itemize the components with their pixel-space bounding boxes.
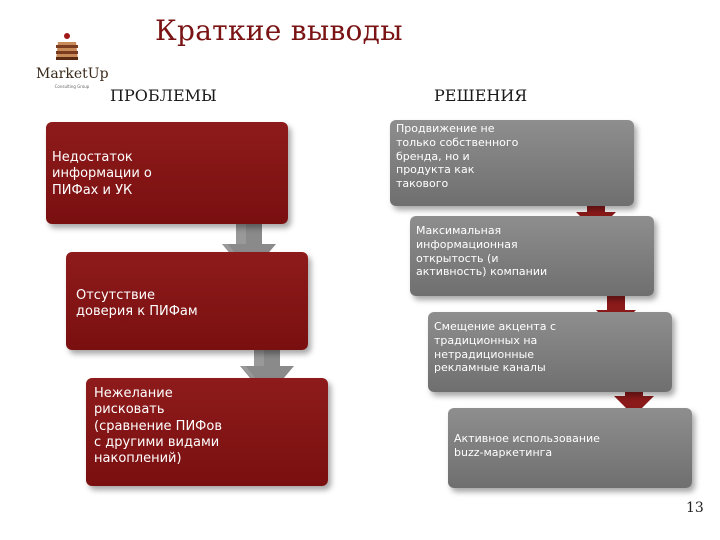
problem-text-3: Нежелание рисковать (сравнение ПИФов с д… [94,386,222,466]
solutions-heading: РЕШЕНИЯ [434,86,528,105]
solution-box-1: Продвижение не только собственного бренд… [390,120,634,206]
solution-box-2: Максимальная информационная открытость (… [410,216,654,296]
logo-name: MarketUp [36,66,109,82]
solution-box-3: Смещение акцента с традиционных на нетра… [428,312,672,392]
solution-text-2: Максимальная информационная открытость (… [416,224,548,279]
problem-box-2: Отсутствие доверия к ПИФам [66,252,308,350]
logo-tagline: Consulting Group [54,84,90,89]
solution-text-3: Смещение акцента с традиционных на нетра… [434,320,557,375]
problem-text-1: Недостаток информации о ПИФах и УК [52,150,152,198]
slide-title: Краткие выводы [155,14,403,47]
solution-text-1: Продвижение не только собственного бренд… [396,122,519,190]
solution-text-4: Активное использование buzz-маркетинга [454,432,600,459]
problem-text-2: Отсутствие доверия к ПИФам [76,288,198,320]
solution-box-4: Активное использование buzz-маркетинга [448,408,692,488]
problem-box-3: Нежелание рисковать (сравнение ПИФов с д… [86,378,328,486]
solution-arrow-3-icon [614,376,654,416]
problem-box-1: Недостаток информации о ПИФах и УК [46,122,288,224]
cake-logo-icon [56,33,78,60]
problems-heading: ПРОБЛЕМЫ [110,86,217,105]
page-number: 13 [686,500,704,516]
